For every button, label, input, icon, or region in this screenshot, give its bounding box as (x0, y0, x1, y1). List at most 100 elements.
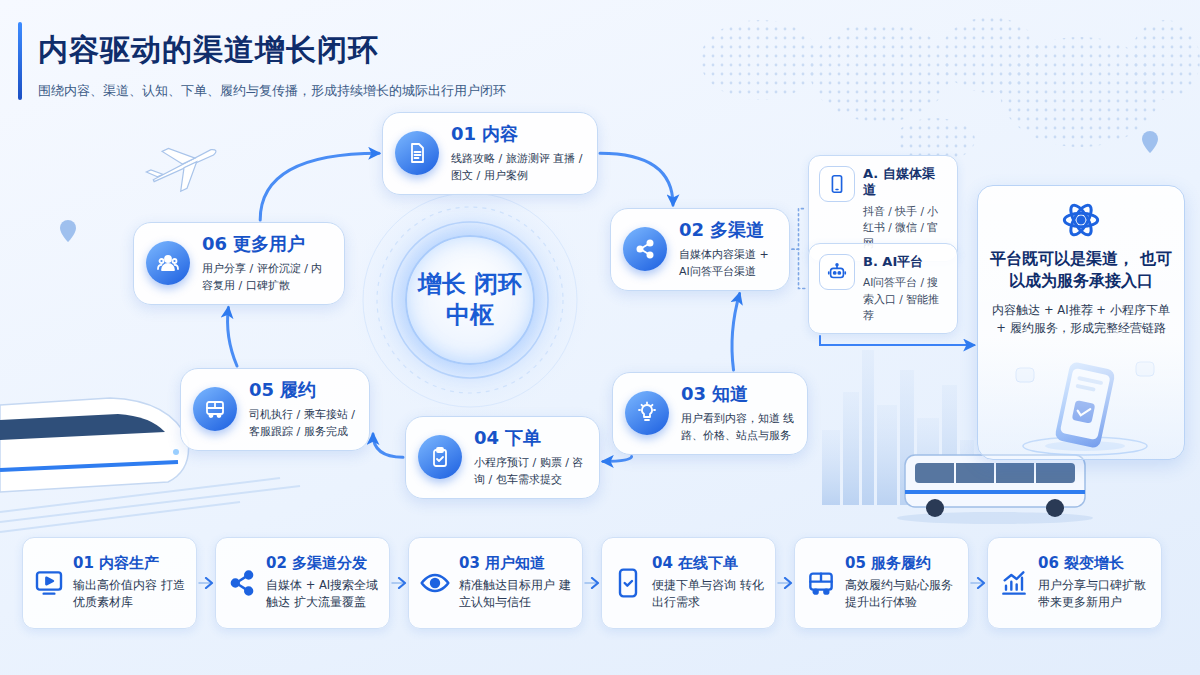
decor-path (829, 266, 846, 274)
flow-arrow (603, 457, 632, 462)
decor-circle (350, 180, 590, 420)
flow-arrow (228, 308, 237, 366)
decor-g (810, 574, 831, 594)
decor-circle (836, 264, 838, 266)
entry-panel: 平台既可以是渠道， 也可以成为服务承接入口内容触达 + AI推荐 + 小程序下单… (977, 185, 1185, 460)
decor-path (836, 189, 838, 191)
node-icon (156, 251, 180, 275)
node-heading: 03 用户知道 (459, 554, 572, 573)
flow-arrow (260, 153, 379, 220)
decor-g (1003, 572, 1024, 593)
node-body: 小程序预订 / 购票 / 咨询 / 包车需求提交 (474, 454, 587, 488)
channel-box: B. AI平台AI问答平台 / 搜索入口 / 智能推荐 (808, 243, 958, 334)
decor-circle (926, 499, 944, 517)
decor-circle (392, 222, 548, 378)
step-icon (805, 567, 837, 599)
decor-path (0, 414, 165, 440)
icon-disc (418, 435, 462, 479)
step-card: 03 用户知道精准触达目标用户 建立认知与信任 (408, 537, 583, 629)
node-heading: 06 裂变增长 (1038, 554, 1151, 573)
text-column: 05 服务履约高效履约与贴心服务 提升出行体验 (845, 554, 958, 612)
decor-rect (832, 176, 841, 193)
icon-tile (819, 166, 855, 202)
step-icon (33, 567, 65, 599)
hub-circle: 增长 闭环中枢 (405, 235, 535, 365)
decor-g (434, 448, 446, 466)
world-map (700, 17, 1200, 162)
decor-path (437, 457, 443, 461)
hub-glow (350, 180, 590, 420)
decor-circle (814, 590, 818, 594)
decor-g (37, 572, 61, 593)
decor-circle (834, 272, 836, 274)
decor-path (642, 245, 647, 254)
decor-path (146, 166, 162, 180)
decor-g (620, 570, 636, 597)
step-icon (612, 567, 644, 599)
decor-rect (915, 463, 1075, 483)
node-body: 高效履约与贴心服务 提升出行体验 (845, 577, 958, 613)
bus-figure (897, 455, 1093, 524)
train-figure (0, 398, 189, 492)
decor-g (207, 402, 223, 417)
node-icon (428, 445, 452, 469)
node-heading: 04 下单 (474, 427, 587, 450)
step-chevron (585, 582, 598, 584)
node-icon (203, 397, 227, 421)
decor-circle (377, 207, 563, 393)
stage-box: 06 更多用户用户分享 / 评价沉淀 / 内容复用 / 口碑扩散 (133, 222, 345, 305)
panel-icon (1061, 200, 1101, 240)
title-bar (18, 22, 22, 100)
node-icon (805, 567, 837, 599)
icon-disc (395, 131, 439, 175)
panel-body: 内容触达 + AI推荐 + 小程序下单 + 履约服务，形成完整经营链路 (990, 301, 1172, 338)
flow-arrow (600, 153, 673, 205)
node-heading: 05 履约 (249, 379, 357, 402)
node-heading: 03 知道 (681, 383, 795, 406)
step-chevron (778, 582, 791, 584)
icon-disc (146, 241, 190, 285)
decor-rect (831, 268, 844, 277)
decor-path (207, 402, 223, 408)
node-icon (633, 237, 657, 261)
decor-rect (905, 455, 1085, 507)
stage-box: 05 履约司机执行 / 乘车接站 / 客服跟踪 / 服务完成 (180, 368, 370, 451)
decor-g (829, 264, 846, 278)
text-column: A. 自媒体渠道抖音 / 快手 / 小红书 / 微信 / 官网 (863, 166, 947, 251)
node-body: 便捷下单与咨询 转化出行需求 (652, 577, 765, 613)
decor-circle (218, 414, 221, 417)
decor-ellipse (897, 512, 1093, 524)
text-column: 05 履约司机执行 / 乘车接站 / 客服跟踪 / 服务完成 (249, 379, 357, 440)
node-body: 用户分享 / 评价沉淀 / 内容复用 / 口碑扩散 (202, 260, 332, 294)
text-column: 02 多渠道分发自媒体 + AI搜索全域触达 扩大流量覆盖 (266, 554, 379, 612)
decor-g (832, 176, 841, 193)
decor-g (422, 575, 449, 591)
step-card: 04 在线下单便捷下单与咨询 转化出行需求 (601, 537, 776, 629)
decor-ellipse (1064, 213, 1097, 226)
decor-path (0, 486, 300, 522)
step-chevron (971, 582, 984, 584)
decor-rect (207, 402, 223, 414)
decor-path (1005, 572, 1024, 580)
decor-g (639, 403, 655, 421)
node-heading: 04 在线下单 (652, 554, 765, 573)
decor-path (955, 463, 1035, 483)
decor-ellipse (700, 20, 820, 100)
decor-path (810, 574, 831, 582)
node-icon (826, 173, 848, 195)
decor-circle (363, 193, 577, 407)
stage-box: 01 内容线路攻略 / 旅游测评 直播 / 图文 / 用户案例 (382, 112, 598, 195)
decor-rect (862, 350, 874, 505)
flow-arrow (820, 336, 974, 345)
decor-ellipse (1130, 20, 1200, 100)
node-body: AI问答平台 / 搜索入口 / 智能推荐 (863, 274, 947, 323)
decor-rect (37, 572, 61, 589)
node-icon (635, 401, 659, 425)
step-icon (419, 567, 451, 599)
node-heading: 01 内容生产 (73, 554, 186, 573)
node-body: 司机执行 / 乘车接站 / 客服跟踪 / 服务完成 (249, 406, 357, 440)
text-column: 01 内容线路攻略 / 旅游测评 直播 / 图文 / 用户案例 (451, 123, 585, 184)
decor-path (642, 405, 652, 417)
text-column: 02 多渠道自媒体内容渠道 + AI问答平台渠道 (679, 219, 777, 280)
